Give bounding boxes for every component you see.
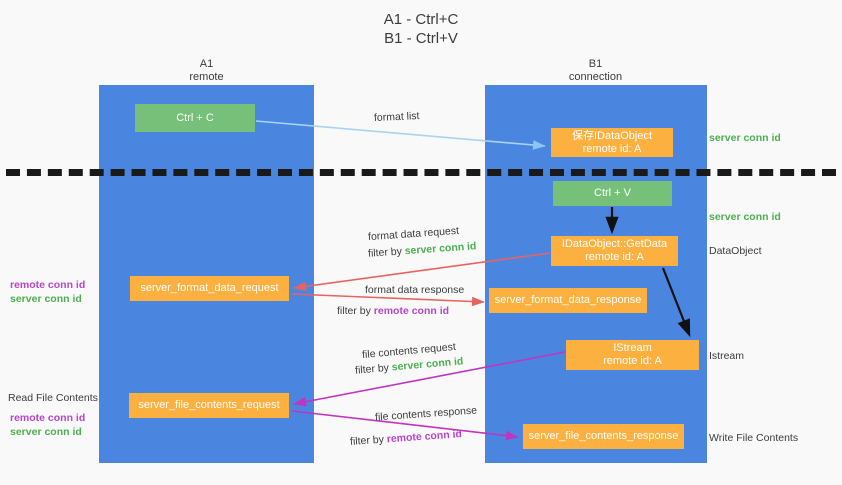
box-server-file-contents-request-label: server_file_contents_request [138, 399, 280, 411]
edge-label-format-data-request: format data request [367, 224, 460, 244]
filter-prefix-3: filter by [354, 361, 393, 377]
column-header-a1: A1 remote [129, 58, 284, 84]
annotation-left-conn-ids-1: remote conn id server conn id [10, 278, 85, 306]
box-ctrl-v-label: Ctrl + V [594, 187, 631, 199]
annotation-server-conn-id-top: server conn id [709, 132, 781, 144]
filter-value-remote-conn-id-1: remote conn id [373, 305, 450, 317]
annotation-remote-conn-id-1: remote conn id [10, 279, 86, 291]
annotation-read-file-contents: Read File Contents [8, 392, 98, 404]
edge-label-format-data-request-filter: filter by server conn id [368, 240, 477, 261]
box-server-file-contents-response[interactable]: server_file_contents_response [523, 424, 684, 449]
box-save-idataobject-line1: 保存IDataObject [571, 129, 653, 142]
edge-label-file-contents-response: file contents response [374, 404, 478, 424]
annotation-remote-conn-id-2: remote conn id [10, 412, 86, 424]
filter-prefix-1: filter by [367, 245, 406, 260]
box-save-idataobject[interactable]: 保存IDataObject remote id: A [551, 128, 673, 157]
box-istream-line2: remote id: A [603, 355, 662, 367]
box-server-format-data-response-label: server_format_data_response [494, 294, 642, 306]
annotation-istream: Istream [709, 350, 745, 362]
title-line-2: B1 - Ctrl+V [384, 30, 458, 47]
edge-label-file-contents-response-filter: filter by remote conn id [350, 428, 463, 449]
annotation-write-file-contents: Write File Contents [709, 432, 799, 444]
box-idataobject-getdata[interactable]: IDataObject::GetData remote id: A [551, 236, 678, 266]
box-save-idataobject-line2: remote id: A [582, 142, 642, 155]
phase-divider-dashed-line [6, 169, 836, 176]
annotation-server-conn-id-left-2: server conn id [10, 426, 82, 438]
edge-label-format-data-response: format data response [365, 284, 465, 296]
box-server-file-contents-response-label: server_file_contents_response [528, 430, 679, 442]
box-ctrl-c-label: Ctrl + C [176, 111, 214, 124]
box-server-file-contents-request[interactable]: server_file_contents_request [129, 393, 289, 418]
box-ctrl-v[interactable]: Ctrl + V [553, 181, 672, 206]
box-istream-line1: IStream [613, 342, 652, 354]
title-line-1: A1 - Ctrl+C [383, 11, 459, 28]
box-server-format-data-request[interactable]: server_format_data_request [130, 276, 289, 301]
filter-value-remote-conn-id-2: remote conn id [386, 428, 463, 446]
box-server-format-data-request-label: server_format_data_request [140, 282, 279, 294]
annotation-server-conn-id-mid: server conn id [709, 211, 781, 223]
column-header-b1: B1 connection [518, 58, 673, 84]
box-getdata-line1: IDataObject::GetData [561, 238, 668, 250]
filter-prefix-4: filter by [349, 433, 388, 448]
column-b1-role: connection [568, 71, 623, 83]
column-b1-name: B1 [588, 58, 603, 70]
box-ctrl-c[interactable]: Ctrl + C [135, 104, 255, 132]
edge-label-format-list: format list [373, 110, 420, 124]
edge-label-format-data-response-filter: filter by remote conn id [337, 305, 449, 318]
column-a1-role: remote [189, 71, 224, 83]
annotation-dataobject: DataObject [709, 245, 762, 257]
annotation-left-conn-ids-2: remote conn id server conn id [10, 411, 85, 439]
box-istream[interactable]: IStream remote id: A [566, 340, 699, 370]
filter-prefix-2: filter by [337, 305, 374, 317]
column-a1-name: A1 [199, 58, 214, 70]
annotation-server-conn-id-left-1: server conn id [10, 293, 82, 305]
box-getdata-line2: remote id: A [585, 251, 644, 263]
diagram-title: A1 - Ctrl+C B1 - Ctrl+V [0, 10, 842, 48]
filter-value-server-conn-id-1: server conn id [404, 240, 477, 258]
box-server-format-data-response[interactable]: server_format_data_response [489, 288, 647, 313]
